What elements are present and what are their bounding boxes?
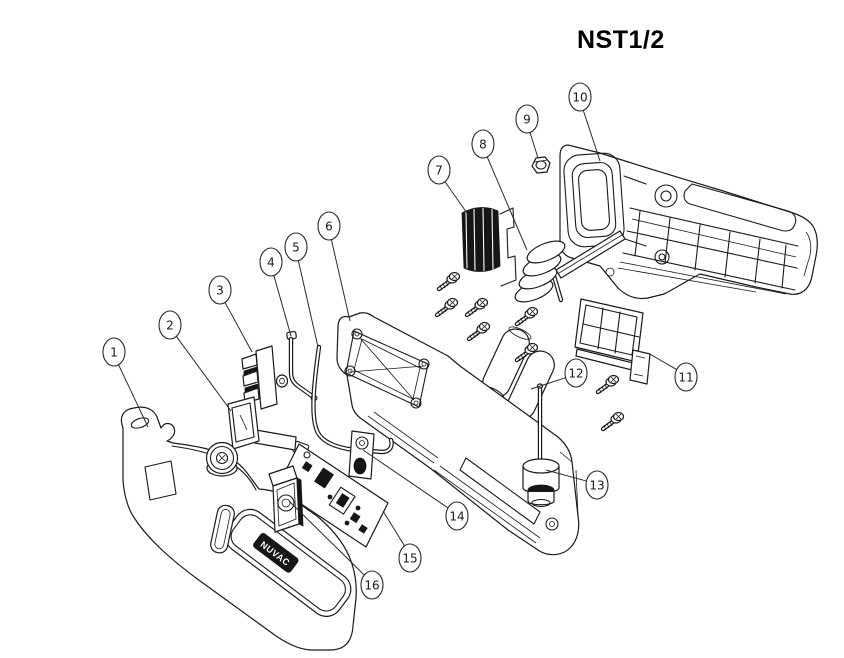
callout-number: 1 — [110, 346, 118, 360]
callout-12-rollers: 12 — [530, 358, 588, 390]
callout-number: 4 — [267, 256, 275, 270]
callout-leader-line — [330, 239, 351, 322]
callout-3-retainer-bracket: 3 — [208, 275, 253, 353]
screw — [469, 323, 490, 341]
callout-leader-line — [273, 275, 292, 337]
callout-14-sensor-bracket: 14 — [362, 449, 469, 531]
callout-5-seal-wire: 5 — [284, 232, 319, 348]
pcb-components — [301, 451, 368, 534]
callout-leader-line — [224, 302, 253, 353]
part-retainer-bracket — [241, 345, 278, 410]
part-filter-plate — [227, 396, 297, 451]
callout-number: 15 — [402, 552, 417, 566]
callout-number: 3 — [216, 284, 224, 298]
callout-bubble — [398, 543, 422, 573]
callout-1-handle-housing-left: 1 — [102, 337, 149, 428]
part-exhaust-filter — [461, 207, 517, 287]
part-valve-plunger — [522, 383, 560, 508]
part-chassis-moulding — [292, 312, 580, 556]
callout-4-link-rod: 4 — [259, 247, 292, 337]
callout-7-exhaust-filter: 7 — [427, 155, 468, 214]
part-link-rod — [275, 330, 318, 401]
callout-bubble — [284, 232, 308, 262]
callout-bubble — [158, 310, 182, 340]
part-6-details — [292, 328, 579, 544]
callout-leader-line — [486, 156, 528, 251]
callout-leader-line — [118, 364, 149, 428]
callout-11-filter-frame: 11 — [647, 352, 698, 392]
callout-8-spring: 8 — [471, 129, 528, 251]
callout-bubble — [427, 155, 451, 185]
callout-leader-line — [382, 510, 405, 547]
callout-bubble — [445, 501, 469, 531]
callout-number: 13 — [589, 479, 604, 493]
screw — [517, 308, 538, 326]
callout-6-chassis-moulding: 6 — [317, 211, 351, 322]
callout-bubble — [568, 82, 592, 112]
callout-bubble — [208, 275, 232, 305]
screw — [598, 376, 619, 394]
part-sensor-bracket — [348, 430, 375, 480]
part-1-details: NUVAC — [130, 417, 352, 617]
screw — [467, 299, 488, 317]
callout-number: 6 — [325, 220, 333, 234]
callout-bubble — [259, 247, 283, 277]
callout-leader-line — [288, 500, 365, 576]
part-nut — [531, 156, 551, 174]
callout-10-cover-housing-right: 10 — [568, 82, 601, 162]
callout-leader-line — [530, 377, 566, 390]
screw — [439, 273, 460, 291]
callout-leader-line — [545, 469, 587, 482]
part-cover-housing-right — [559, 144, 818, 300]
callout-number: 5 — [292, 241, 300, 255]
callout-bubble — [102, 337, 126, 367]
callout-2-filter-plate: 2 — [158, 310, 232, 412]
callout-number: 12 — [568, 367, 583, 381]
part-pcb — [276, 443, 389, 548]
callout-number: 9 — [523, 113, 531, 127]
callout-leader-line — [529, 132, 539, 159]
callout-number: 11 — [678, 371, 693, 385]
callout-bubble — [471, 129, 495, 159]
callout-leader-line — [582, 110, 601, 162]
part-handle-housing-left: NUVAC — [120, 406, 357, 651]
screw — [437, 299, 458, 317]
screw — [603, 413, 624, 431]
part-filter-frame — [574, 298, 651, 385]
wand-rod — [555, 230, 626, 279]
part-seal-wire — [311, 344, 394, 455]
callout-number: 2 — [166, 319, 174, 333]
callout-leader-line — [297, 260, 319, 348]
callout-16-switch: 16 — [288, 500, 384, 600]
callout-bubble — [317, 211, 341, 241]
part-spring — [514, 230, 626, 303]
callout-number: 16 — [364, 579, 379, 593]
callout-leader-line — [175, 336, 232, 412]
callout-bubble — [564, 358, 588, 388]
callout-leader-line — [362, 449, 449, 509]
callout-number: 8 — [479, 138, 487, 152]
part-rollers — [480, 326, 555, 423]
callout-number: 10 — [572, 91, 587, 105]
callout-number: 14 — [449, 510, 464, 524]
callout-bubble — [674, 362, 698, 392]
callout-bubble — [515, 104, 539, 134]
part-switch — [268, 465, 304, 533]
part-10-details — [563, 152, 812, 295]
callout-leader-line — [647, 352, 677, 370]
callout-9-nut: 9 — [515, 104, 539, 159]
brand-badge — [253, 533, 299, 573]
callout-bubble — [360, 570, 384, 600]
callout-bubble — [585, 470, 609, 500]
diagram-title: NST1/2 — [577, 26, 665, 54]
callout-13-valve-plunger: 13 — [545, 469, 609, 500]
callout-number: 7 — [435, 164, 443, 178]
callout-leader-line — [444, 181, 468, 214]
callout-15-pcb: 15 — [382, 510, 422, 573]
